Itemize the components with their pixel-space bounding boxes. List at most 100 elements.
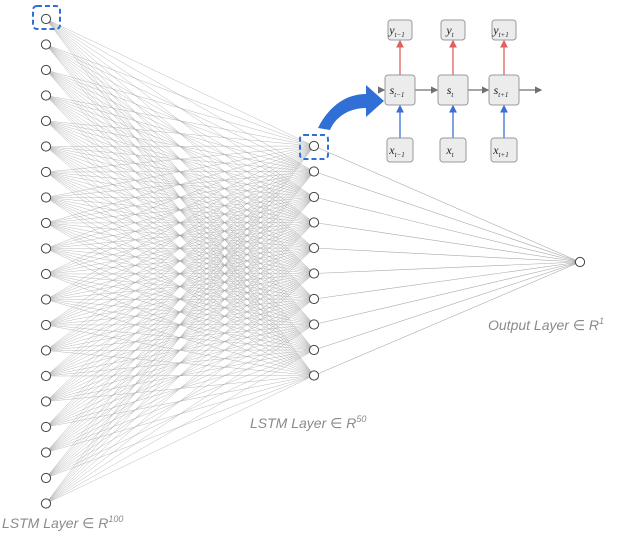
edge-input-hidden bbox=[45, 145, 315, 504]
edge-input-hidden bbox=[45, 69, 315, 147]
edge-input-hidden bbox=[45, 171, 315, 504]
output-box: yt bbox=[440, 19, 466, 41]
input-box: xt+1 bbox=[490, 137, 518, 163]
input-box-label: xt+1 bbox=[492, 143, 509, 159]
state-box: st bbox=[437, 74, 469, 106]
unrolled-lstm-cell: yt−1 st−1 xt−1 yt st xt yt+1 st+1 xt+1 bbox=[378, 19, 543, 163]
edge-input-hidden bbox=[45, 18, 315, 147]
input-layer-symbol: ∈ bbox=[82, 515, 94, 531]
input-layer-node bbox=[40, 396, 52, 407]
input-layer-node bbox=[40, 319, 52, 331]
edge-input-hidden bbox=[45, 145, 315, 428]
input-layer-label-text: LSTM Layer bbox=[2, 515, 80, 531]
edge-input-hidden bbox=[45, 145, 315, 479]
edge-input-hidden bbox=[45, 196, 315, 504]
edge-hidden-output bbox=[313, 196, 581, 263]
edge-input-hidden bbox=[45, 145, 315, 377]
edge-input-hidden bbox=[45, 145, 315, 173]
hidden-layer-node bbox=[308, 191, 320, 203]
edge-input-hidden bbox=[45, 247, 315, 504]
output-box: yt−1 bbox=[387, 19, 413, 41]
edge-input-hidden bbox=[45, 145, 315, 402]
input-layer-node bbox=[40, 294, 52, 305]
edge-input-hidden bbox=[45, 375, 315, 504]
edge-input-hidden bbox=[45, 145, 315, 326]
edge-input-hidden bbox=[45, 145, 315, 198]
input-layer-node bbox=[40, 115, 52, 127]
edge-hidden-output bbox=[313, 145, 581, 263]
edge-input-hidden bbox=[45, 145, 315, 249]
input-box: xt−1 bbox=[386, 137, 414, 163]
input-layer-node bbox=[40, 166, 52, 178]
output-layer-label: Output Layer ∈ R1 bbox=[488, 316, 604, 333]
state-box-label: st−1 bbox=[390, 83, 405, 99]
hidden-layer-space: R bbox=[346, 415, 356, 431]
edge-hidden-output bbox=[313, 261, 581, 274]
input-layer-space: R bbox=[98, 515, 108, 531]
edge-input-hidden bbox=[45, 95, 315, 147]
callout-arrow bbox=[318, 85, 384, 130]
edge-hidden-output bbox=[313, 261, 581, 325]
hidden-layer-node bbox=[308, 217, 320, 228]
edge-hidden-output bbox=[313, 171, 581, 263]
input-layer-node bbox=[40, 370, 52, 382]
edge-input-hidden bbox=[45, 324, 315, 504]
edge-hidden-output bbox=[313, 261, 581, 351]
hidden-layer-node bbox=[308, 293, 320, 305]
output-box-label: yt−1 bbox=[388, 23, 405, 39]
output-layer-label-text: Output Layer bbox=[488, 317, 570, 333]
output-layer-dim: 1 bbox=[599, 316, 604, 326]
hidden-node-highlight-box bbox=[299, 134, 329, 160]
hidden-layer-node bbox=[308, 268, 320, 279]
input-layer-node bbox=[40, 90, 52, 101]
hidden-layer-node bbox=[308, 166, 320, 177]
input-layer-node bbox=[40, 421, 52, 433]
input-layer-node bbox=[40, 243, 52, 254]
input-box: xt bbox=[439, 137, 467, 163]
edge-hidden-output bbox=[313, 222, 581, 263]
edge-input-hidden bbox=[45, 298, 315, 504]
state-box-label: st+1 bbox=[494, 83, 509, 99]
edge-hidden-output bbox=[313, 261, 581, 376]
input-layer-dim: 100 bbox=[108, 514, 123, 524]
hidden-layer-node bbox=[308, 370, 320, 381]
hidden-layer-label: LSTM Layer ∈ R50 bbox=[250, 414, 366, 431]
edge-input-hidden bbox=[45, 222, 315, 504]
highlight-boxes bbox=[32, 5, 329, 160]
hidden-layer-dim: 50 bbox=[356, 414, 366, 424]
input-box-label: xt−1 bbox=[388, 143, 405, 159]
input-layer-node bbox=[40, 472, 52, 484]
input-layer-node bbox=[40, 192, 52, 203]
output-box-label: yt+1 bbox=[492, 23, 509, 39]
output-layer-node bbox=[574, 256, 586, 268]
input-node-highlight-box bbox=[32, 5, 61, 30]
edge-input-hidden bbox=[45, 145, 315, 300]
edge-input-hidden bbox=[45, 145, 315, 224]
output-box-label: yt bbox=[445, 23, 454, 39]
edge-input-hidden bbox=[45, 145, 315, 275]
input-layer-node bbox=[40, 13, 52, 25]
edge-input-hidden bbox=[45, 44, 315, 147]
hidden-layer-node bbox=[308, 140, 320, 152]
edge-input-hidden bbox=[45, 145, 315, 351]
state-box: st−1 bbox=[384, 74, 416, 106]
layer-labels: Output Layer ∈ R1 LSTM Layer ∈ R50 LSTM … bbox=[2, 316, 604, 531]
hidden-layer-node bbox=[308, 344, 320, 356]
output-layer-symbol: ∈ bbox=[573, 317, 585, 333]
input-box-label: xt bbox=[445, 143, 454, 159]
hidden-layer-symbol: ∈ bbox=[330, 415, 342, 431]
edge-hidden-output bbox=[313, 247, 581, 263]
neuron-nodes bbox=[40, 13, 586, 509]
edge-input-hidden bbox=[45, 273, 315, 504]
hidden-layer-label-text: LSTM Layer bbox=[250, 415, 328, 431]
output-box: yt+1 bbox=[491, 19, 517, 41]
input-layer-node bbox=[40, 141, 52, 152]
state-box-label: st bbox=[447, 83, 455, 99]
input-layer-node bbox=[40, 498, 52, 509]
input-layer-node bbox=[40, 447, 52, 458]
edge-input-hidden bbox=[45, 120, 315, 147]
input-layer-node bbox=[40, 39, 52, 50]
state-box: st+1 bbox=[488, 74, 520, 106]
input-layer-node bbox=[40, 64, 52, 76]
